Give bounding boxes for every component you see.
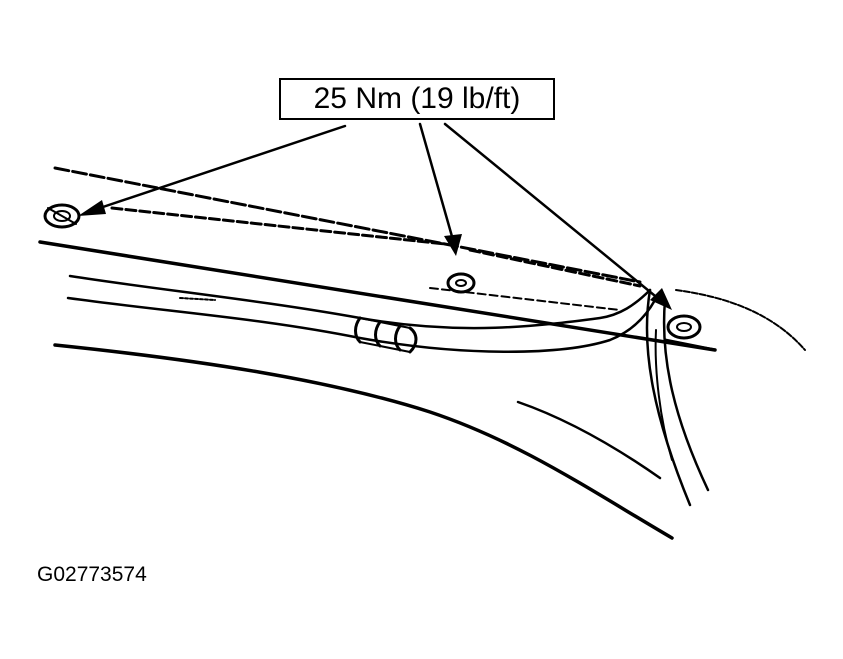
bolt-right	[663, 314, 717, 352]
beam-inner-edge	[110, 206, 447, 246]
body-inner-contour	[516, 400, 662, 480]
beam-inner-edge-right	[468, 248, 642, 288]
arrowhead-center	[444, 234, 462, 256]
hose-down-outer	[645, 288, 692, 507]
hose-dash	[179, 297, 216, 301]
arrowhead-right	[650, 288, 672, 310]
bolt-center	[446, 272, 476, 294]
leader-line-left	[86, 124, 347, 214]
hose-down-mid	[654, 329, 673, 461]
body-contour	[53, 343, 674, 540]
leader-line-center	[418, 122, 455, 242]
beam-top-edge	[53, 166, 642, 284]
beam-lower-edge	[38, 240, 717, 352]
bolt-left	[43, 203, 81, 229]
figure-id: G02773574	[37, 563, 147, 586]
torque-spec-label: 25 Nm (19 lb/ft)	[313, 82, 521, 115]
arrowhead-left	[78, 200, 106, 216]
panel-right-edge	[675, 289, 806, 351]
hose-upper	[68, 274, 652, 330]
torque-callout-box: 25 Nm (19 lb/ft)	[279, 78, 555, 120]
hose-down-inner	[662, 298, 710, 492]
hose-clamp	[354, 316, 418, 354]
leader-line-right	[443, 122, 662, 302]
